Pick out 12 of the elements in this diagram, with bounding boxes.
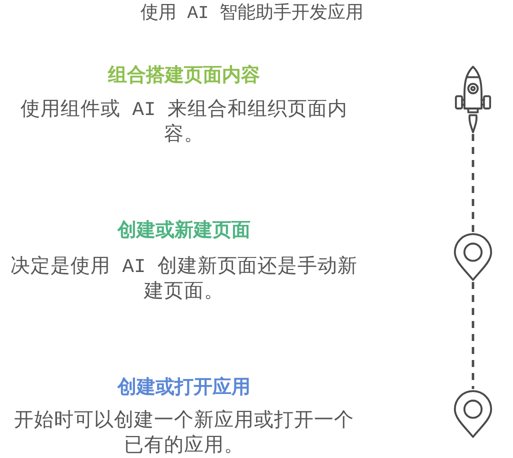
location-pin-icon (452, 232, 494, 282)
step-description: 开始时可以创建一个新应用或打开一个已有的应用。 (13, 409, 355, 458)
location-pin-icon (452, 389, 494, 439)
rocket-icon (454, 64, 492, 134)
step-description: 决定是使用 AI 创建新页面还是手动新建页面。 (10, 255, 358, 305)
step-heading: 创建或打开应用 (118, 375, 250, 399)
step-heading: 创建或新建页面 (118, 218, 250, 242)
step-heading: 组合搭建页面内容 (108, 63, 260, 87)
dashed-connector (472, 134, 474, 232)
step-description: 使用组件或 AI 来组合和组织页面内容。 (20, 98, 348, 148)
dashed-connector (472, 282, 474, 389)
diagram-title: 使用 AI 智能助手开发应用 (140, 3, 364, 25)
